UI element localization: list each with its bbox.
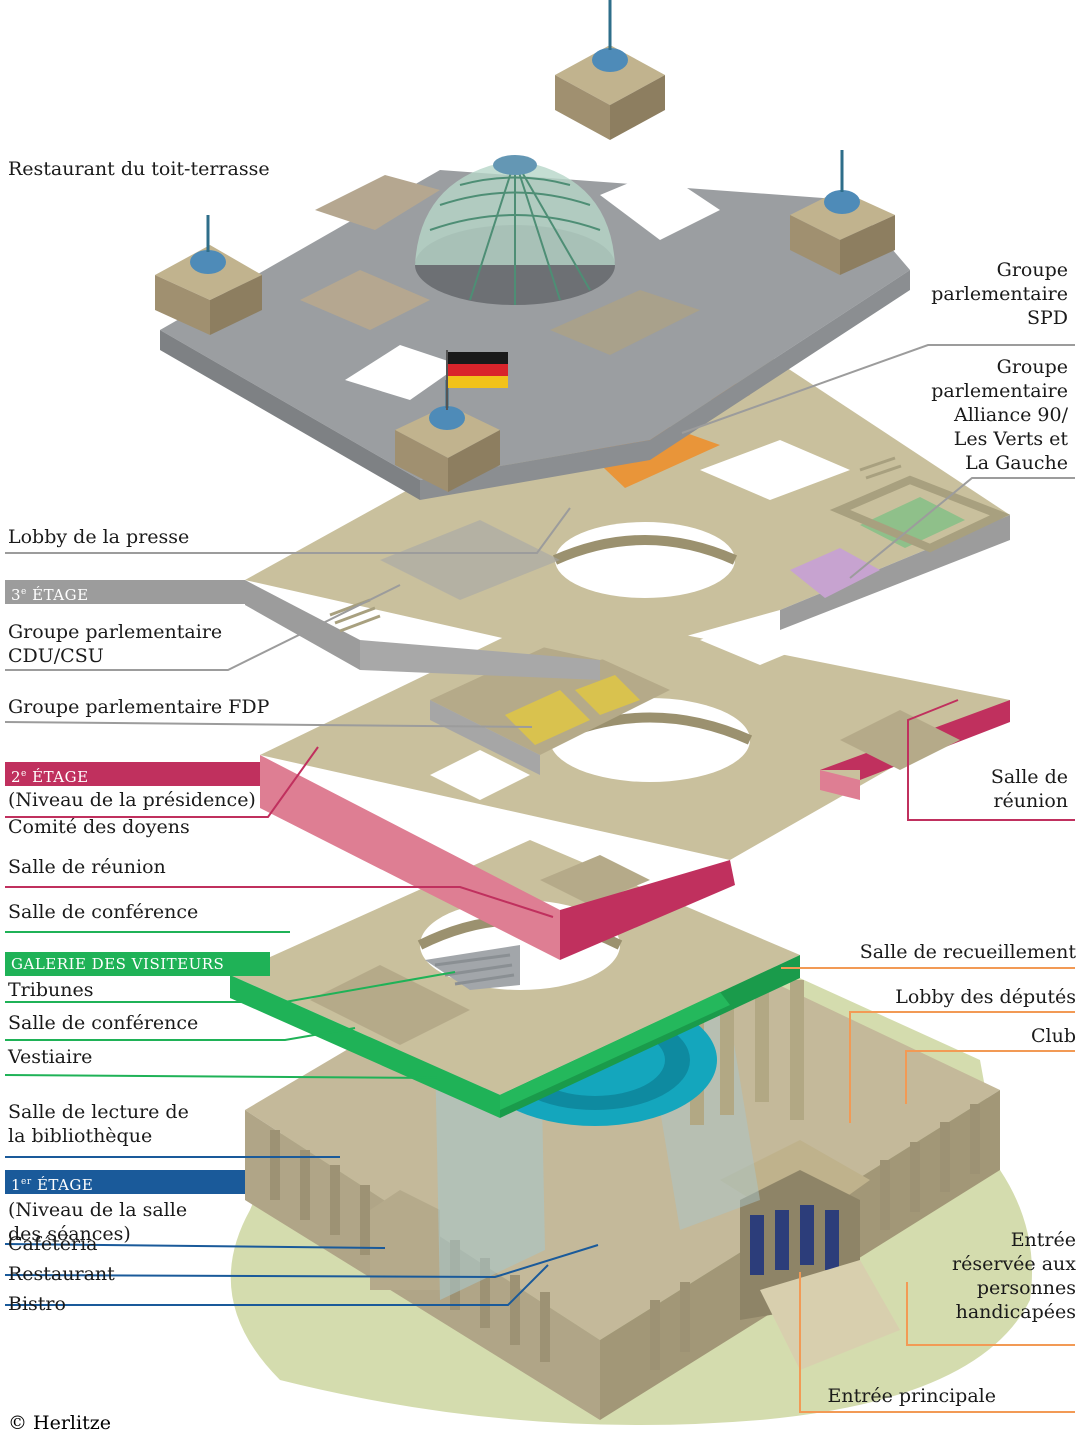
label-restaurant: Restaurant [8, 1263, 115, 1285]
label-cdu-line1: Groupe parlementaire [8, 621, 223, 643]
leader-lines-right [681, 344, 1075, 1413]
label-salle-reunion: Salle de réunion [8, 856, 166, 878]
label-handi-line4: handicapées [955, 1301, 1076, 1323]
label-handi-line1: Entrée [1010, 1229, 1076, 1251]
tag-floor-1-word: ÉTAGE [36, 1176, 94, 1194]
leader-lines-left [4, 507, 599, 1306]
tag-floor-3-word: ÉTAGE [32, 586, 89, 604]
label-seances-line2: des séances) [8, 1223, 131, 1245]
tag-galerie: GALERIE DES VISITEURS [5, 952, 270, 976]
tag-floor-2-sup: e [21, 769, 27, 779]
label-niveau-seances: (Niveau de la salle des séances) [8, 1198, 187, 1246]
label-verts-line5: La Gauche [965, 452, 1068, 474]
label-bistro: Bistro [8, 1293, 66, 1315]
label-fdp: Groupe parlementaire FDP [8, 696, 270, 718]
label-entree-handicapees: Entrée réservée aux personnes handicapée… [952, 1228, 1076, 1324]
tag-floor-3: 3e ÉTAGE [5, 580, 245, 604]
label-verts-line2: parlementaire [931, 380, 1068, 402]
copyright: © Herlitze [8, 1412, 111, 1434]
label-salle-reunion-right: Salle de réunion [991, 765, 1068, 813]
tag-floor-1-num: 1 [11, 1176, 22, 1194]
label-lecture-line2: la bibliothèque [8, 1125, 153, 1147]
label-tribunes: Tribunes [8, 979, 94, 1001]
tag-floor-2: 2e ÉTAGE [5, 762, 260, 786]
label-vestiaire: Vestiaire [8, 1046, 93, 1068]
label-doyens: Comité des doyens [8, 816, 190, 838]
label-salle-reunion-right-line1: Salle de [990, 766, 1068, 788]
label-handi-line2: réservée aux [952, 1253, 1076, 1275]
greens-room [860, 497, 965, 548]
label-recueillement: Salle de recueillement [859, 941, 1076, 963]
glass-dome [415, 155, 615, 305]
label-salle-conference-1: Salle de conférence [8, 901, 199, 923]
label-cdu-csu: Groupe parlementaire CDU/CSU [8, 620, 222, 668]
tag-floor-2-word: ÉTAGE [32, 768, 89, 786]
label-restaurant-toit: Restaurant du toit-terrasse [8, 158, 270, 180]
label-cafeteria: Cafétéria [8, 1233, 98, 1255]
label-club: Club [1030, 1025, 1076, 1047]
tag-floor-1-sup: er [21, 1177, 32, 1187]
label-spd-line3: SPD [1026, 307, 1068, 329]
label-lecture-line1: Salle de lecture de [8, 1101, 189, 1123]
tag-floor-3-num: 3 [11, 586, 22, 604]
tag-floor-3-sup: e [21, 587, 27, 597]
tag-floor-1: 1er ÉTAGE [5, 1170, 245, 1194]
label-lecture-bibliotheque: Salle de lecture de la bibliothèque [8, 1100, 189, 1148]
label-verts-gauche: Groupe parlementaire Alliance 90/ Les Ve… [931, 355, 1068, 475]
label-seances-line1: (Niveau de la salle [8, 1199, 188, 1221]
label-salle-reunion-right-line2: réunion [993, 790, 1068, 812]
label-lobby-deputes: Lobby des députés [895, 986, 1076, 1008]
label-presidence: (Niveau de la présidence) [8, 789, 256, 811]
galerie-level [230, 840, 800, 1118]
label-spd-line2: parlementaire [931, 283, 1068, 305]
label-entree-principale: Entrée principale [827, 1385, 996, 1407]
label-cdu-line2: CDU/CSU [8, 645, 104, 667]
gauche-room [790, 548, 880, 598]
label-spd-line1: Groupe [996, 259, 1068, 281]
label-spd: Groupe parlementaire SPD [931, 258, 1068, 330]
tag-floor-2-num: 2 [11, 768, 22, 786]
german-flag-icon [446, 350, 508, 410]
label-verts-line3: Alliance 90/ [953, 404, 1068, 426]
label-salle-conference-2: Salle de conférence [8, 1012, 199, 1034]
label-verts-line4: Les Verts et [953, 428, 1068, 450]
label-verts-line1: Groupe [996, 356, 1068, 378]
label-lobby-presse: Lobby de la presse [8, 526, 190, 548]
label-handi-line3: personnes [976, 1277, 1076, 1299]
